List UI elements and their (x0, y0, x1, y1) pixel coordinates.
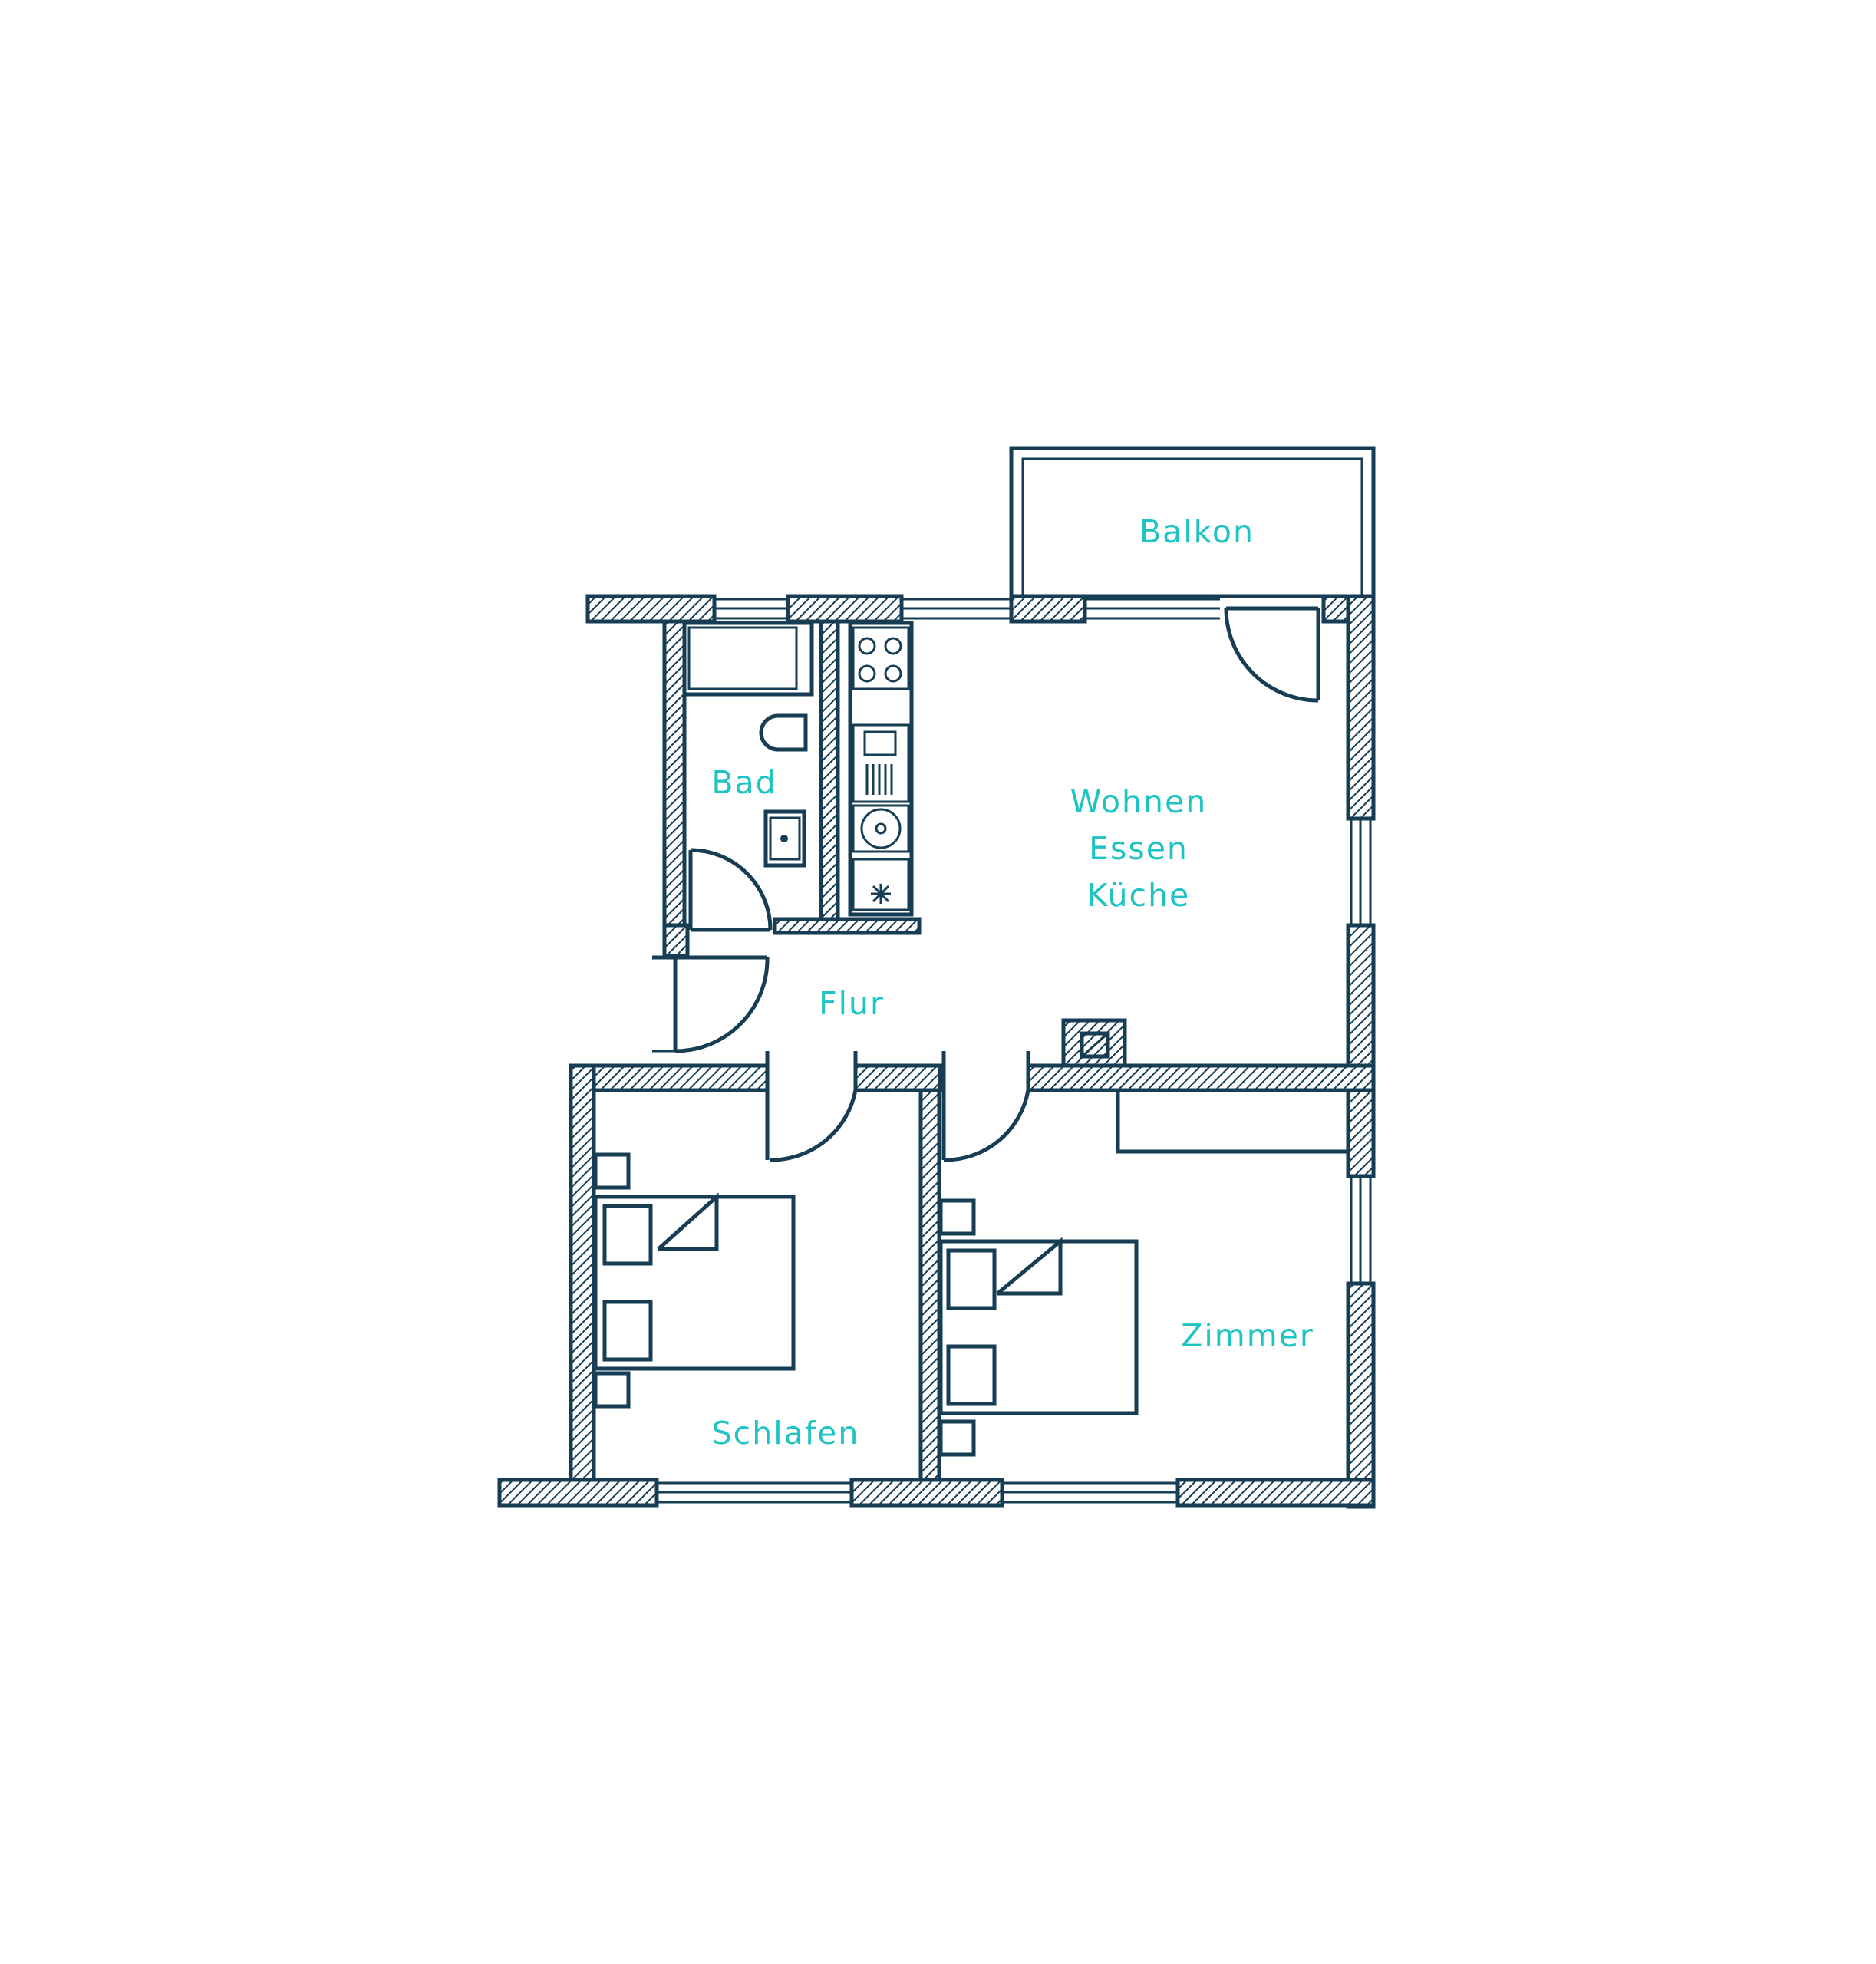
bathtub-icon (682, 621, 814, 697)
wall-bottom-middle (849, 1478, 1004, 1508)
window-top-living (1085, 598, 1220, 620)
label-flur: Flur (819, 985, 885, 1022)
wardrobe (1116, 1088, 1350, 1154)
wall-bottom-right (1175, 1478, 1376, 1508)
wall-bottom-far-left (497, 1478, 659, 1508)
wall-bad-kitchen-divider (819, 619, 840, 928)
window-bottom-zimmer (1002, 1481, 1178, 1504)
window-bottom-schlafen (657, 1481, 852, 1504)
door-bad (688, 848, 773, 932)
bed-zimmer-icon (938, 1198, 1139, 1457)
wall-right-middle (1346, 923, 1376, 1178)
window-top-kitchen (902, 598, 1011, 620)
wall-bad-left (662, 619, 687, 958)
wall-shaft (1061, 1018, 1127, 1069)
wall-right-lower (1346, 1281, 1376, 1509)
door-balcony (1224, 606, 1320, 703)
wall-mid-left (569, 1063, 770, 1092)
wall-mid-center (853, 1063, 942, 1092)
dishwasher-icon (852, 804, 910, 853)
shaft-core (1080, 1031, 1110, 1059)
label-zimmer: Zimmer (1181, 1317, 1314, 1354)
wall-top-bad-kitchen (786, 594, 904, 624)
label-essen: Essen (1089, 830, 1189, 867)
wall-schlafen-left (569, 1063, 596, 1504)
wall-bad-bottom-left (662, 923, 690, 958)
doors (652, 606, 1320, 1162)
stove-icon (852, 626, 910, 690)
wall-top-left (585, 594, 717, 624)
door-entrance (652, 955, 770, 1053)
door-zimmer (941, 1051, 1030, 1162)
label-bad: Bad (711, 764, 776, 801)
wall-right-upper (1346, 594, 1376, 821)
balcony (1009, 446, 1376, 598)
fridge-icon (852, 858, 910, 911)
label-balkon: Balkon (1139, 513, 1255, 550)
fixtures (593, 621, 1350, 1457)
kitchen-unit (848, 621, 914, 917)
window-top-bad (714, 598, 788, 620)
label-kueche: Küche (1087, 877, 1191, 914)
wall-bedroom-divider (918, 1088, 941, 1504)
window-right-upper (1350, 819, 1372, 925)
label-wohnen: Wohnen (1070, 783, 1207, 820)
room-labels: Balkon Bad Wohnen Essen Küche Flur Schla… (711, 513, 1314, 1452)
windows (657, 598, 1372, 1504)
sink-icon (852, 723, 910, 803)
wall-mid-right (1026, 1063, 1376, 1092)
window-right-lower (1350, 1176, 1372, 1284)
wall-bad-bottom-right (773, 917, 922, 935)
wall-top-balcony-pier (1009, 594, 1087, 624)
toilet-icon (759, 713, 808, 752)
label-schlafen: Schlafen (712, 1415, 860, 1452)
washbasin-icon (763, 809, 806, 868)
door-schlafen (765, 1051, 858, 1162)
bed-schlafen-icon (593, 1152, 796, 1409)
